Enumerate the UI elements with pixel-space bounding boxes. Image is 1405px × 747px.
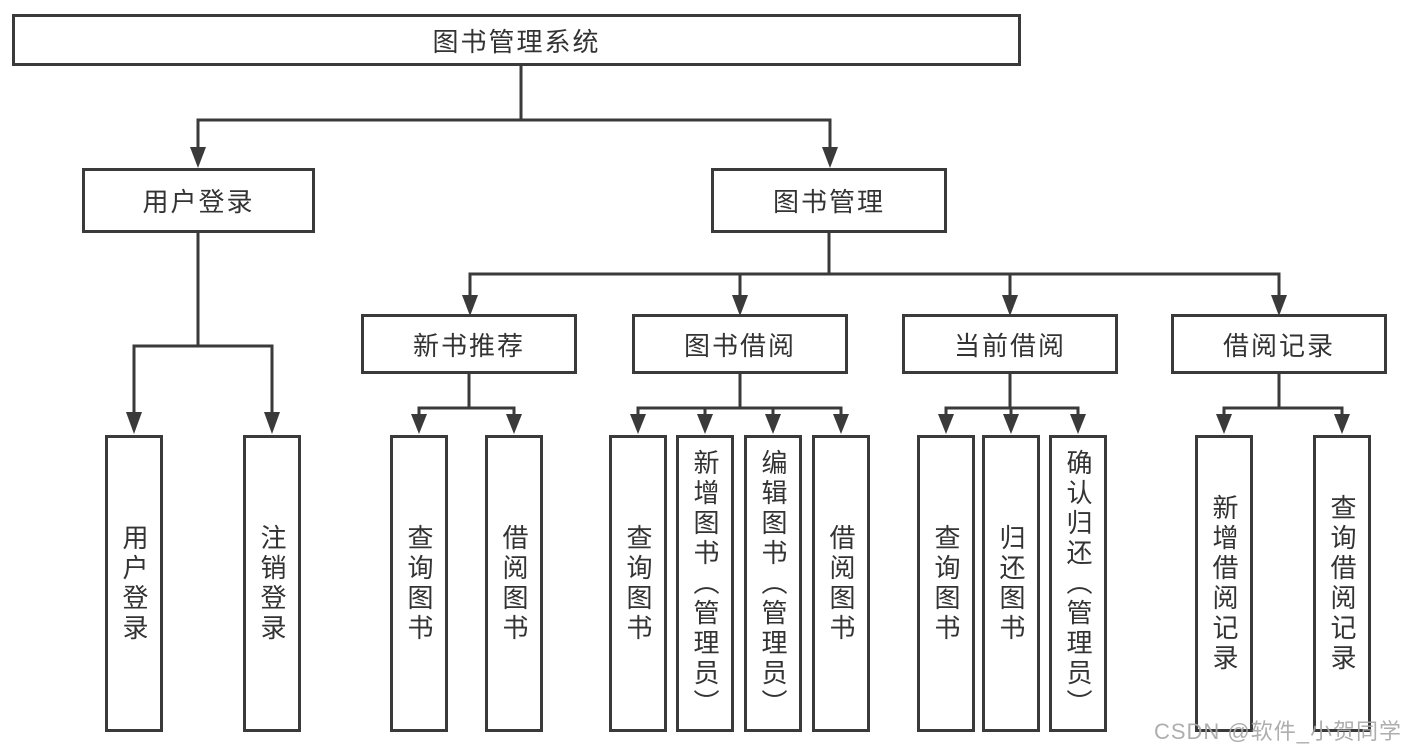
leaf-borrow-books-recommend: 借阅图书 xyxy=(485,435,543,732)
node-user-login: 用户登录 xyxy=(82,168,315,233)
node-current-borrow: 当前借阅 xyxy=(902,314,1118,374)
leaf-add-borrow-record: 新增借阅记录 xyxy=(1195,435,1253,732)
leaf-confirm-return-admin: 确认归还（管理员） xyxy=(1049,435,1107,732)
node-borrow-records: 借阅记录 xyxy=(1171,314,1387,374)
node-book-borrow: 图书借阅 xyxy=(632,314,848,374)
leaf-edit-books-admin: 编辑图书（管理员） xyxy=(744,435,802,732)
leaf-query-books-current: 查询图书 xyxy=(917,435,975,732)
node-book-management: 图书管理 xyxy=(711,168,947,233)
leaf-add-books-admin: 新增图书（管理员） xyxy=(676,435,734,732)
node-root: 图书管理系统 xyxy=(12,14,1021,66)
leaf-return-books: 归还图书 xyxy=(982,435,1040,732)
leaf-logout: 注销登录 xyxy=(243,435,301,732)
leaf-query-borrow-record: 查询借阅记录 xyxy=(1313,435,1371,732)
leaf-borrow-books: 借阅图书 xyxy=(812,435,870,732)
watermark-text: CSDN @软件_小贺同学 xyxy=(1153,719,1402,744)
leaf-query-books-recommend: 查询图书 xyxy=(390,435,448,732)
node-new-book-recommend: 新书推荐 xyxy=(361,314,577,374)
leaf-user-login: 用户登录 xyxy=(105,435,163,732)
leaf-query-books-borrow: 查询图书 xyxy=(609,435,667,732)
